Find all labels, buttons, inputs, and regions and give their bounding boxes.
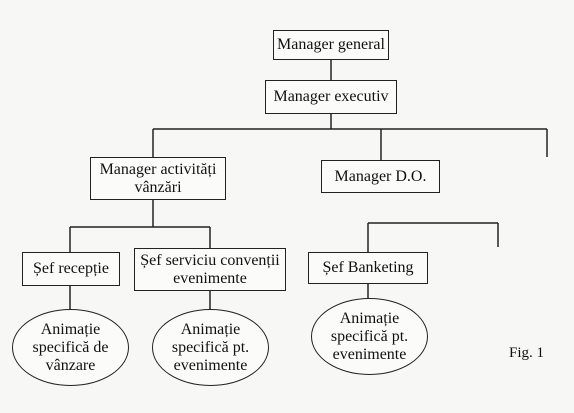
sef-serviciu-conventii-node: Șef serviciu convenții evenimente — [134, 248, 286, 291]
sef-banketing-node: Șef Banketing — [308, 252, 428, 284]
animatie-evenimente-ellipse: Animație specifică pt. evenimente — [152, 309, 269, 386]
manager-activitati-vanzari-node: Manager activități vânzări — [90, 157, 226, 200]
manager-executiv-node: Manager executiv — [265, 80, 397, 114]
manager-do-node: Manager D.O. — [321, 160, 440, 193]
animatie-evenimente-ellipse-2: Animație specifică pt. evenimente — [311, 298, 428, 375]
manager-general-node: Manager general — [273, 30, 389, 60]
animatie-vanzare-ellipse: Animație specifică de vânzare — [12, 309, 129, 386]
sef-receptie-node: Șef recepție — [22, 252, 120, 286]
figure-label: Fig. 1 — [509, 345, 545, 361]
